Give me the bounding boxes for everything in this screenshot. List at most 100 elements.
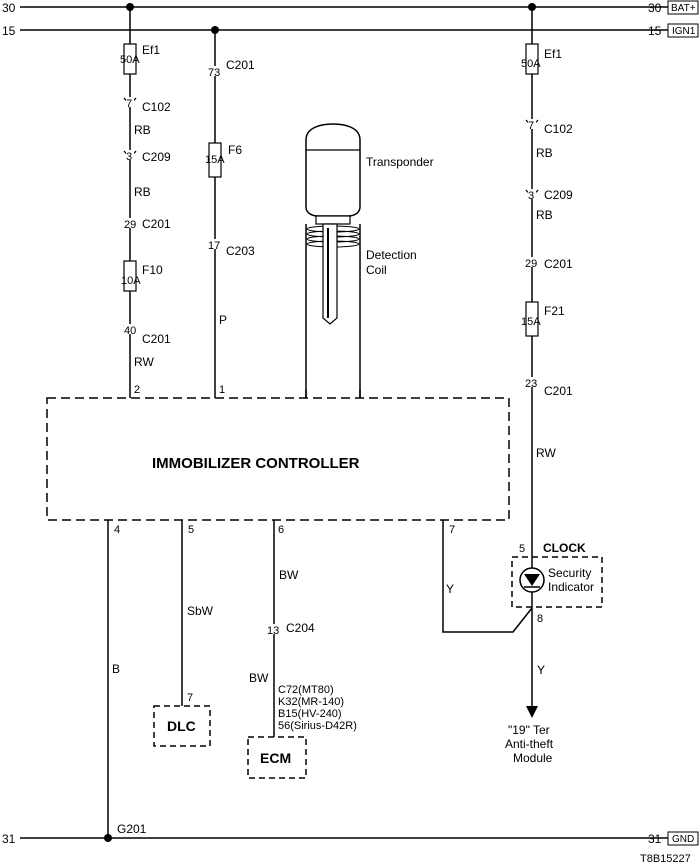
coil-label: Coil <box>366 263 387 277</box>
ctrl-pin-2: 2 <box>134 384 140 396</box>
gnd-tag: GND <box>672 834 694 845</box>
fuse-f10-label: F10 <box>142 263 163 277</box>
arrow-down-icon <box>526 706 538 718</box>
bat-left-label: 30 <box>2 1 16 15</box>
c203-pin: 17 <box>208 240 220 252</box>
c203-label: C203 <box>226 244 255 258</box>
wire-bw-2: BW <box>249 671 269 685</box>
key-blade <box>322 223 338 325</box>
fuse-f10-rating: 10A <box>121 275 141 287</box>
indicator-return-wire <box>442 520 533 633</box>
immobilizer-controller-box <box>46 397 510 521</box>
wire-rb-right-1: RB <box>536 146 553 160</box>
ctrl-pin-6: 6 <box>278 524 284 536</box>
junction-dot <box>126 3 134 11</box>
key-assembly <box>305 123 361 398</box>
ground-label: G201 <box>117 822 147 836</box>
fuse-f21 <box>525 301 539 337</box>
ctrl-pin-7: 7 <box>449 524 455 536</box>
wire-rb-left-2: RB <box>134 185 151 199</box>
clock-title: CLOCK <box>543 541 586 555</box>
bat-tag: BAT+ <box>671 3 696 14</box>
ecm-pin-2: K32(MR-140) <box>278 696 344 708</box>
c201-right-2-pin: 23 <box>525 378 537 390</box>
detection-label: Detection <box>366 248 417 262</box>
indicator-label-1: Security <box>548 566 591 580</box>
c209-right-label: C209 <box>544 188 573 202</box>
fuse-f6-label: F6 <box>228 143 242 157</box>
c209-left-label: C209 <box>142 150 171 164</box>
gnd-left-label: 31 <box>2 832 16 846</box>
junction-dot <box>528 3 536 11</box>
dest-label-1: "19" Ter <box>508 723 550 737</box>
transponder-label: Transponder <box>366 155 434 169</box>
bat-tag-box <box>667 0 699 15</box>
fuse-f6-rating: 15A <box>205 154 225 166</box>
wire-bw-1: BW <box>279 568 299 582</box>
wire-y-2: Y <box>537 663 545 677</box>
clock-pin-8: 8 <box>537 613 543 625</box>
dlc-label: DLC <box>167 718 196 734</box>
wire-p: P <box>219 313 227 327</box>
c201-right-1-label: C201 <box>544 257 573 271</box>
c201-right-2-label: C201 <box>544 384 573 398</box>
c102-left-pin: 7 <box>126 98 132 110</box>
c201-left-1-label: C201 <box>142 217 171 231</box>
c201-left-1-pin: 29 <box>124 219 136 231</box>
wire-rw-right: RW <box>536 446 556 460</box>
wire-rw-left: RW <box>134 355 154 369</box>
wire-sbw: SbW <box>187 604 214 618</box>
wire-b: B <box>112 662 120 676</box>
c209-right-pin: 3 <box>528 190 534 202</box>
fuse-f10 <box>123 260 137 292</box>
fuse-ef1-left-label: Ef1 <box>142 43 160 57</box>
dlc-pin: 7 <box>187 692 193 704</box>
wire-rb-left-1: RB <box>134 123 151 137</box>
gnd-tag-box <box>667 831 699 846</box>
ecm-box <box>247 736 307 779</box>
indicator-label-2: Indicator <box>548 580 594 594</box>
ign-tag: IGN1 <box>672 26 696 37</box>
fuse-ef1-right-rating: 50A <box>521 58 541 70</box>
c201-ign-label: C201 <box>226 58 255 72</box>
bat-right-label: 30 <box>648 1 662 15</box>
ign-tag-box <box>667 23 699 38</box>
controller-title: IMMOBILIZER CONTROLLER <box>152 455 360 472</box>
c201-ign-pin: 73 <box>208 67 220 79</box>
c204-label: C204 <box>286 621 315 635</box>
c209-left-pin: 3 <box>126 151 132 163</box>
ecm-label: ECM <box>260 750 291 766</box>
ctrl-pin-1: 1 <box>219 384 225 396</box>
c201-left-2-label: C201 <box>142 332 171 346</box>
ctrl-pin-5: 5 <box>188 524 194 536</box>
ctrl-pin-4: 4 <box>114 524 120 536</box>
dest-label-3: Module <box>513 751 553 765</box>
ecm-pin-4: 56(Sirius-D42R) <box>278 720 357 732</box>
ign-right-label: 15 <box>648 24 662 38</box>
key-neck <box>315 215 351 225</box>
diagram-code: T8B15227 <box>640 853 691 865</box>
c204-pin: 13 <box>267 625 279 637</box>
clock-pin-5: 5 <box>519 543 525 555</box>
c201-left-2-pin: 40 <box>124 325 136 337</box>
junction-dot <box>211 26 219 34</box>
fuse-f6 <box>208 142 222 178</box>
ecm-pin-3: B15(HV-240) <box>278 708 342 720</box>
fuse-ef1-right <box>525 43 539 75</box>
fuse-ef1-left-rating: 50A <box>120 54 140 66</box>
dest-label-2: Anti-theft <box>505 737 554 751</box>
dlc-box <box>153 705 211 747</box>
ecm-pin-1: C72(MT80) <box>278 684 334 696</box>
c102-right-label: C102 <box>544 122 573 136</box>
fuse-f21-rating: 15A <box>521 316 541 328</box>
ign-left-label: 15 <box>2 24 16 38</box>
c102-left-label: C102 <box>142 100 171 114</box>
fuse-ef1-right-label: Ef1 <box>544 47 562 61</box>
c102-right-pin: 7 <box>528 120 534 132</box>
led-triangle-icon <box>524 574 540 586</box>
fuse-ef1-left <box>123 43 137 75</box>
fuse-f21-label: F21 <box>544 304 565 318</box>
key-head <box>305 123 361 217</box>
